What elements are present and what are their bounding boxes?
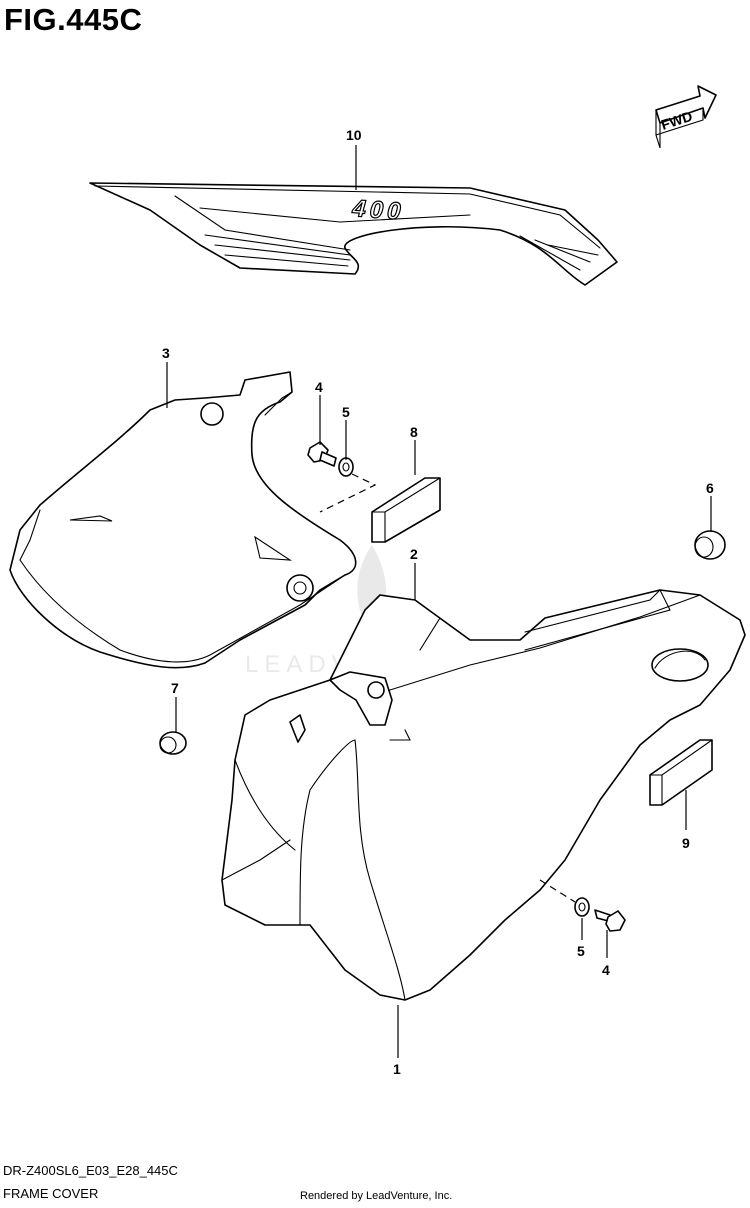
callout-1: 1: [393, 1061, 401, 1077]
callout-2: 2: [410, 546, 418, 562]
rendered-by-credit: Rendered by LeadVenture, Inc.: [300, 1190, 453, 1202]
bolt-4-lower: [594, 909, 626, 932]
leader-lines: [166, 145, 712, 1058]
callout-10: 10: [346, 127, 362, 143]
part-1-frame-cover: [221, 589, 746, 1001]
part-7-grommet: [159, 731, 187, 755]
part-8-pad: [371, 477, 441, 543]
part-3-left-cover: [9, 371, 357, 669]
callout-3: 3: [162, 345, 170, 361]
callout-8: 8: [410, 424, 418, 440]
figure-title: FIG.445C: [4, 2, 143, 37]
callout-6: 6: [706, 480, 714, 496]
callout-7: 7: [171, 680, 179, 696]
part-9-pad: [649, 739, 713, 806]
figure-name: FRAME COVER: [3, 1186, 99, 1201]
bolt-4-upper: [307, 441, 337, 467]
callout-9: 9: [682, 835, 690, 851]
fwd-arrow-icon: FWD: [655, 85, 717, 149]
callout-4-lower: 4: [602, 962, 610, 978]
washer-5-upper: [338, 457, 354, 477]
part-6-grommet: [694, 530, 726, 560]
assembly-line-upper: [319, 473, 377, 513]
assembly-line-lower: [539, 879, 576, 903]
decal-text: 400: [351, 195, 406, 226]
callout-4-upper: 4: [315, 379, 323, 395]
washer-5-lower: [574, 897, 590, 917]
part-10-decal: 400: [89, 182, 618, 286]
callout-5-lower: 5: [577, 943, 585, 959]
figure-code: DR-Z400SL6_E03_E28_445C: [3, 1163, 178, 1178]
callout-labels: 10 3 4 5 8 6 2 7 9 5 4 1: [162, 127, 714, 1077]
callout-5-upper: 5: [342, 404, 350, 420]
